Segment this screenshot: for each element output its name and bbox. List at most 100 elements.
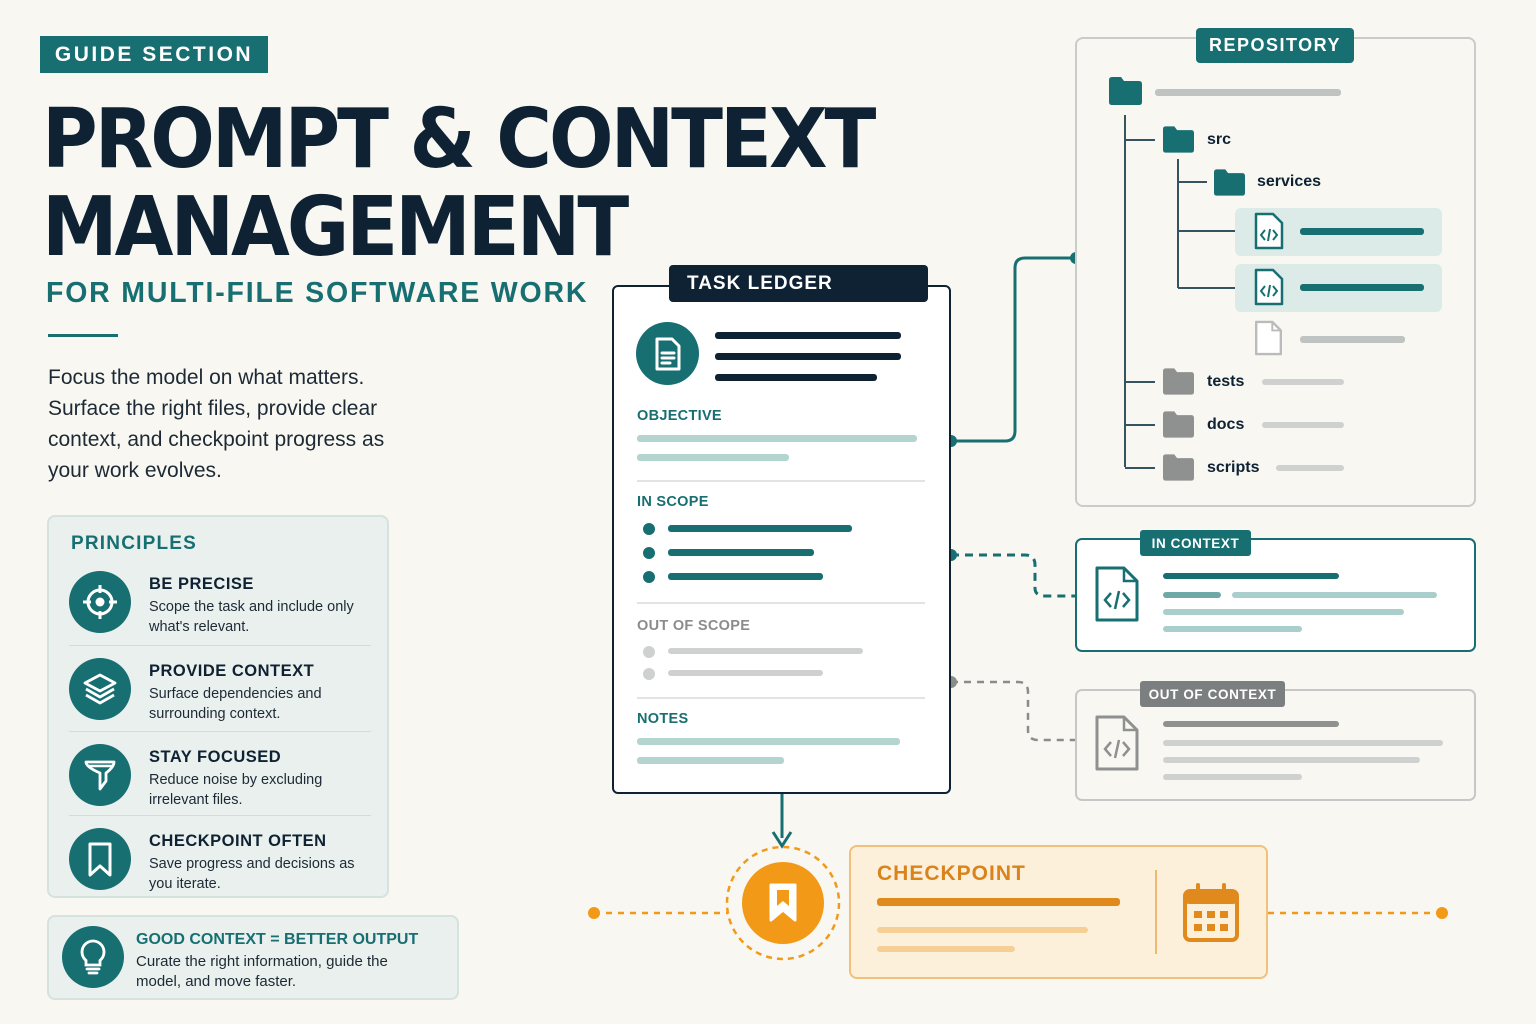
checkpoint-title: CHECKPOINT	[877, 862, 1026, 885]
in-context-line	[1163, 573, 1339, 579]
code-file-icon	[1254, 268, 1284, 306]
calendar-icon	[1183, 883, 1239, 942]
principles-panel: PRINCIPLES BE PRECISE Scope the task and…	[47, 515, 389, 898]
out-context-line	[1163, 721, 1339, 727]
bookmark-icon	[69, 828, 131, 890]
principle-desc: Reduce noise by excluding irrelevant fil…	[149, 772, 323, 808]
principle-title: BE PRECISE	[149, 575, 254, 593]
folder-icon	[1163, 368, 1194, 395]
folder-src-label[interactable]: src	[1207, 131, 1232, 148]
layers-icon	[69, 658, 131, 720]
in-context-tag: IN CONTEXT	[1140, 530, 1251, 556]
document-icon	[636, 322, 699, 385]
principle-desc: Save progress and decisions as you itera…	[149, 856, 355, 892]
out-scope-bullet	[643, 646, 655, 658]
out-scope-line	[668, 648, 863, 654]
repository-tree-lines	[1124, 115, 1235, 469]
page-title-line1: PROMPT & CONTEXT	[42, 90, 876, 187]
principle-provide-context: PROVIDE CONTEXT Surface dependencies and…	[69, 645, 371, 731]
notes-line	[637, 757, 784, 764]
in-scope-bullet	[643, 547, 655, 559]
in-scope-bullet	[643, 523, 655, 535]
page-title-line2: MANAGEMENT	[42, 178, 629, 275]
ledger-header-line	[715, 374, 877, 381]
principle-desc: Scope the task and include only what's r…	[149, 599, 354, 635]
ledger-divider	[637, 697, 925, 699]
target-icon	[69, 571, 131, 633]
objective-line	[637, 454, 789, 461]
out-context-line	[1163, 757, 1420, 763]
funnel-icon	[69, 744, 131, 806]
checkpoint-line	[877, 898, 1120, 906]
repo-root-name-line	[1155, 89, 1341, 96]
ledger-notes-label: NOTES	[637, 711, 689, 727]
principles-title: PRINCIPLES	[71, 533, 198, 554]
ledger-header-line	[715, 353, 901, 360]
folder-desc-line	[1262, 379, 1344, 385]
page-subtitle: FOR MULTI-FILE SOFTWARE WORK	[46, 277, 589, 309]
code-file-icon	[1095, 715, 1139, 771]
principle-desc: Surface dependencies and surrounding con…	[149, 686, 322, 722]
in-context-line	[1163, 609, 1404, 615]
ledger-divider	[637, 602, 925, 604]
folder-scripts-label[interactable]: scripts	[1207, 459, 1260, 476]
folder-desc-line	[1276, 465, 1344, 471]
repo-file-name-line	[1300, 336, 1405, 343]
repo-file-name-line	[1300, 284, 1424, 291]
checkpoint-divider	[1155, 870, 1157, 954]
ledger-incontext-connector	[951, 553, 1076, 598]
callout-desc: Curate the right information, guide the …	[136, 953, 388, 990]
principle-be-precise: BE PRECISE Scope the task and include on…	[69, 559, 371, 645]
repository-tag: REPOSITORY	[1196, 28, 1354, 63]
principle-stay-focused: STAY FOCUSED Reduce noise by excluding i…	[69, 731, 371, 817]
in-context-line	[1163, 626, 1302, 632]
task-ledger-tag: TASK LEDGER	[669, 265, 928, 302]
code-file-icon	[1095, 566, 1139, 622]
in-scope-line	[668, 549, 814, 556]
folder-icon	[1214, 169, 1245, 196]
ledger-objective-label: OBJECTIVE	[637, 408, 722, 424]
in-context-line	[1232, 592, 1437, 598]
out-scope-line	[668, 670, 823, 676]
guide-section-tag: GUIDE SECTION	[40, 36, 268, 73]
out-scope-bullet	[643, 668, 655, 680]
in-context-line	[1163, 592, 1221, 598]
in-scope-line	[668, 573, 823, 580]
principle-checkpoint-often: CHECKPOINT OFTEN Save progress and decis…	[69, 815, 371, 901]
folder-desc-line	[1262, 422, 1344, 428]
file-icon	[1255, 320, 1283, 356]
principle-title: STAY FOCUSED	[149, 748, 282, 766]
checkpoint-bookmark-icon	[742, 862, 824, 944]
objective-line	[637, 435, 917, 442]
principle-title: CHECKPOINT OFTEN	[149, 832, 327, 850]
ledger-divider	[637, 480, 925, 482]
callout-title: GOOD CONTEXT = BETTER OUTPUT	[136, 931, 419, 948]
folder-tests-label[interactable]: tests	[1207, 373, 1245, 390]
out-of-context-tag: OUT OF CONTEXT	[1140, 681, 1285, 707]
ledger-header-line	[715, 332, 901, 339]
checkpoint-line	[877, 927, 1088, 933]
folder-icon	[1109, 77, 1142, 105]
ledger-repo-connector	[951, 256, 1076, 443]
folder-docs-label[interactable]: docs	[1207, 416, 1245, 433]
folder-services-label[interactable]: services	[1257, 173, 1322, 190]
in-scope-bullet	[643, 571, 655, 583]
checkpoint-line	[877, 946, 1015, 952]
notes-line	[637, 738, 900, 745]
ledger-outcontext-connector	[951, 680, 1076, 742]
out-context-line	[1163, 774, 1302, 780]
ledger-out-of-scope-label: OUT OF SCOPE	[637, 618, 751, 634]
principle-title: PROVIDE CONTEXT	[149, 662, 315, 680]
ledger-in-scope-label: IN SCOPE	[637, 494, 709, 510]
folder-icon	[1163, 454, 1194, 481]
folder-icon	[1163, 126, 1194, 153]
intro-text: Focus the model on what matters. Surface…	[48, 366, 385, 482]
lightbulb-icon	[62, 926, 124, 988]
out-context-line	[1163, 740, 1443, 746]
code-file-icon	[1254, 212, 1284, 250]
in-scope-line	[668, 525, 852, 532]
title-divider	[48, 334, 118, 337]
repo-file-name-line	[1300, 228, 1424, 235]
good-context-callout: GOOD CONTEXT = BETTER OUTPUT Curate the …	[47, 915, 459, 1000]
folder-icon	[1163, 411, 1194, 438]
